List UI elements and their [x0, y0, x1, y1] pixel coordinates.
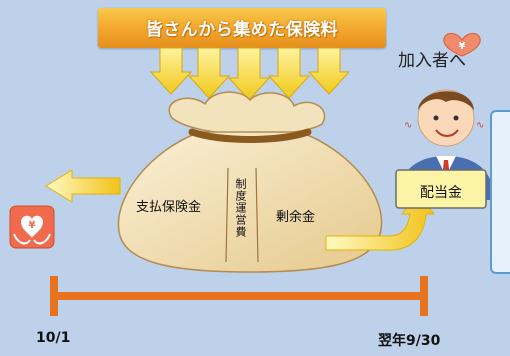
start-date-label: 10/1 [36, 330, 71, 346]
side-panel [490, 110, 510, 274]
to-members-label: 加入者へ [398, 51, 466, 71]
svg-text:∿: ∿ [476, 120, 484, 131]
operating-costs-label: 制度運営費 [234, 178, 247, 238]
dividend-card-box: 配当金 [396, 170, 486, 208]
yen-hands-icon: ¥ [9, 205, 55, 249]
surplus-label: 剰余金 [276, 210, 316, 225]
svg-text:∿: ∿ [404, 120, 412, 131]
heart-icon: ¥ [443, 33, 481, 57]
premium-banner: 皆さんから集めた保険料 [98, 8, 386, 48]
dividend-label: 配当金 [420, 185, 462, 201]
svg-text:¥: ¥ [459, 41, 466, 52]
claims-arrow [45, 169, 121, 203]
dividend-card [395, 169, 487, 209]
premium-banner-text: 皆さんから集めた保険料 [145, 20, 339, 40]
svg-text:¥: ¥ [29, 220, 36, 231]
money-bag [117, 91, 383, 273]
premium-arrows [149, 47, 351, 101]
paid-claims-label: 支払保険金 [136, 200, 202, 215]
end-date-label: 翌年9/30 [378, 333, 441, 349]
timeline [50, 276, 428, 316]
